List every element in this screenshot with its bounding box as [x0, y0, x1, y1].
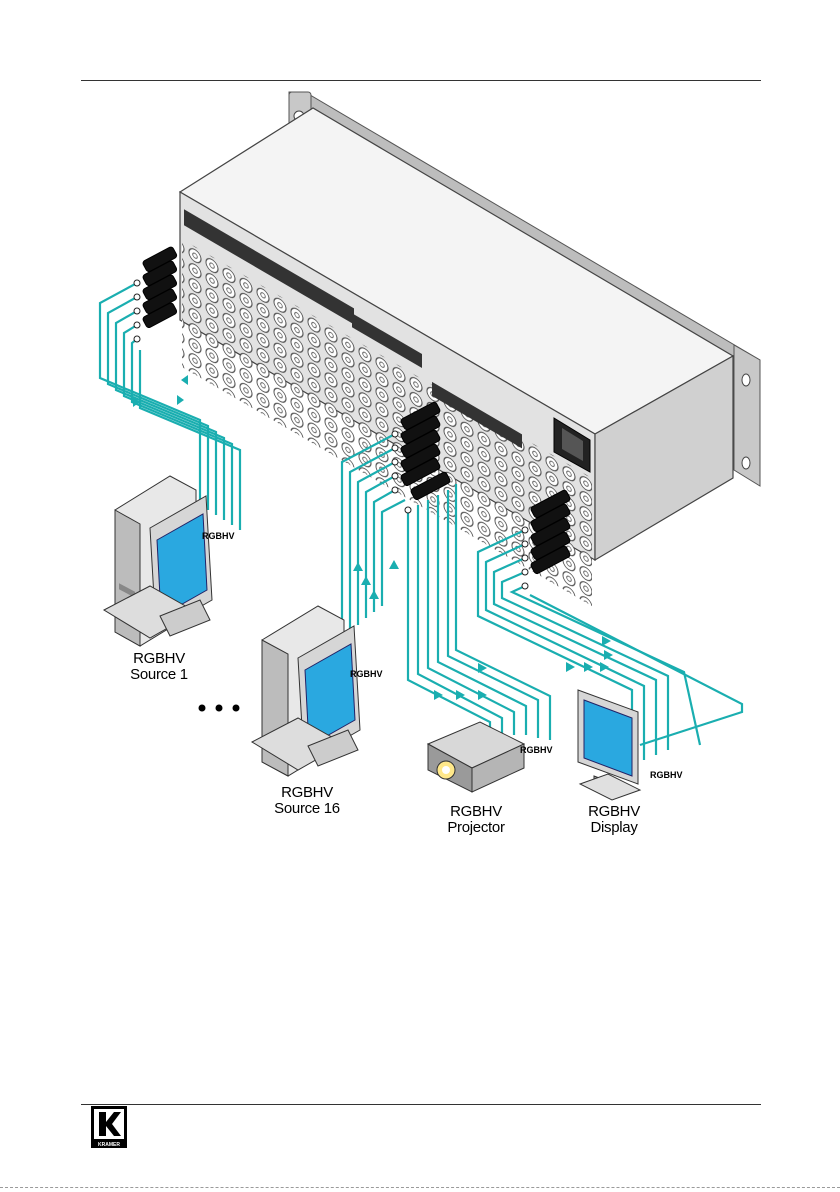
page-edge-dashes [0, 1187, 840, 1188]
source1-computer-icon [104, 476, 212, 646]
cable-label-source16: RGBHV [350, 666, 390, 683]
source16-computer-icon [252, 606, 360, 776]
cable-label-projector: RGBHV [520, 742, 560, 759]
source1-title: RGBHV [114, 650, 204, 667]
display-title: RGBHV [569, 803, 659, 820]
projector-icon [428, 722, 524, 792]
cable-label-display: RGBHV [650, 767, 690, 784]
matrix-switcher-chassis [180, 92, 760, 606]
display-subtitle: Display [569, 819, 659, 836]
kramer-logo-text: KRAMER [98, 1142, 120, 1148]
cable-label-source1: RGBHV [202, 528, 242, 545]
ellipsis-dots [199, 705, 240, 712]
source16-title: RGBHV [262, 784, 352, 801]
source1-subtitle: Source 1 [114, 666, 204, 683]
projector-subtitle: Projector [431, 819, 521, 836]
source16-subtitle: Source 16 [262, 800, 352, 817]
bnc-plugs-source1 [134, 246, 178, 342]
projector-title: RGBHV [431, 803, 521, 820]
display-monitor-icon [578, 690, 640, 800]
kramer-logo-icon: KRAMER [91, 1106, 127, 1148]
